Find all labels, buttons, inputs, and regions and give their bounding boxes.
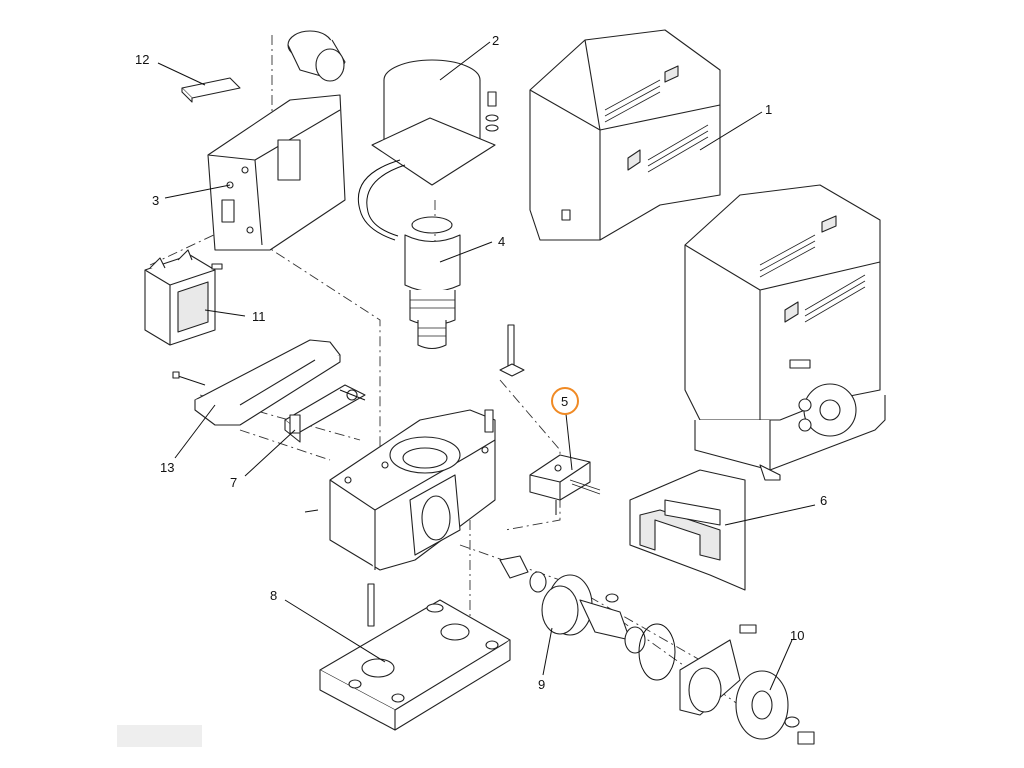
base-plate-part (319, 583, 511, 731)
cable-connector-part (181, 30, 346, 103)
output-gear-part (679, 624, 815, 745)
part-label-2: 2 (492, 33, 499, 48)
motor-part (358, 59, 499, 241)
part-label-11: 11 (252, 309, 266, 324)
part-label-6: 6 (820, 493, 827, 508)
rack-bracket-part (629, 469, 746, 591)
capacitor-part (144, 249, 223, 346)
part-label-10: 10 (790, 628, 804, 643)
part-label-7: 7 (230, 475, 237, 490)
limit-switch-part (529, 454, 601, 515)
drive-gear-part (499, 555, 676, 681)
part-label-5: 5 (561, 394, 568, 409)
part-5-highlight-ring (551, 387, 579, 415)
assembled-unit (684, 184, 886, 481)
release-lever-part (172, 339, 341, 426)
part-label-3: 3 (152, 193, 159, 208)
part-label-12: 12 (135, 52, 149, 67)
control-board-part (207, 94, 346, 251)
part-label-4: 4 (498, 234, 505, 249)
part-label-13: 13 (160, 460, 174, 475)
part-label-8: 8 (270, 588, 277, 603)
footer-placeholder-bar (117, 725, 202, 747)
leader-lines (157, 41, 816, 691)
gearbox-housing-part (304, 324, 525, 571)
release-bar-part (284, 384, 366, 443)
cover-part (529, 29, 721, 241)
part-labels: 1 2 3 4 5 6 7 8 9 10 11 12 13 (135, 33, 827, 692)
shaft-part (404, 216, 461, 350)
part-label-1: 1 (765, 102, 772, 117)
part-label-9: 9 (538, 677, 545, 692)
